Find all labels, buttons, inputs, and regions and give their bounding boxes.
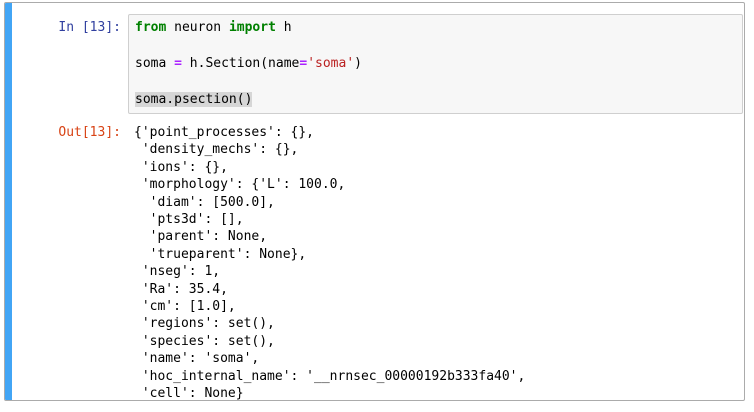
cell-content: In [13]: from neuron import h soma = h.S… [12,3,744,400]
code-editor[interactable]: from neuron import h soma = h.Section(na… [128,14,743,114]
output-prompt: Out[13]: [58,125,121,140]
input-area: In [13]: from neuron import h soma = h.S… [12,14,743,114]
input-prompt: In [13]: [58,20,121,35]
output-area: Out[13]: {'point_processes': {}, 'densit… [12,122,743,400]
code-lines[interactable]: from neuron import h soma = h.Section(na… [135,20,362,107]
selected-cell-indicator [5,3,12,400]
output-text: {'point_processes': {}, 'density_mechs':… [134,125,526,400]
code-cell[interactable]: In [13]: from neuron import h soma = h.S… [4,2,745,401]
